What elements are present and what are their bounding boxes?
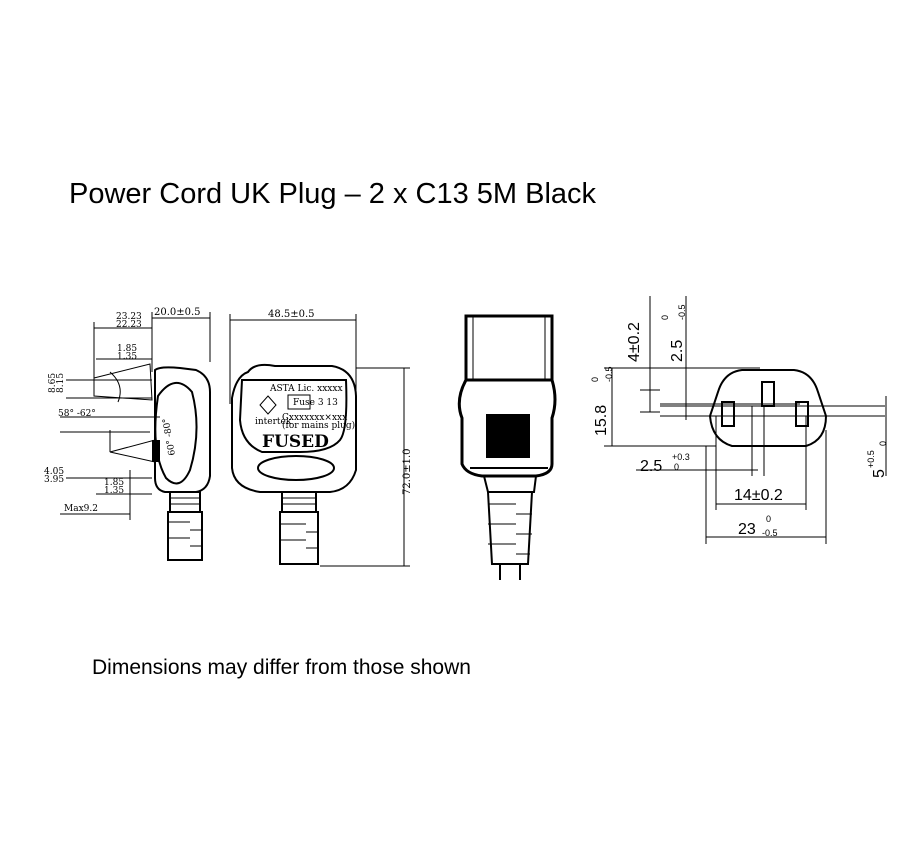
dim-max-9-2: Max9.2	[64, 504, 98, 514]
dim-2-5-left-tol-up: +0.3	[672, 452, 690, 462]
dim-5-tol-dn: 0	[878, 441, 888, 446]
dim-8-65: 8.65	[48, 373, 58, 393]
dimensions-disclaimer: Dimensions may differ from those shown	[92, 656, 471, 679]
label-asta: ASTA Lic. xxxxx	[269, 384, 343, 394]
label-fuse: Fuse 3 13	[293, 398, 338, 408]
dim-4: 4±0.2	[626, 322, 643, 362]
label-fused: FUSED	[262, 432, 329, 452]
dim-2-5-top-tol-dn: -0.5	[677, 304, 687, 320]
dim-23-tol-dn: -0.5	[762, 528, 778, 538]
dim-14: 14±0.2	[734, 487, 783, 504]
label-rating: Cxxxxxxx×xxx	[282, 413, 347, 423]
dim-plug-width: 48.5±0.5	[268, 309, 315, 320]
uk-plug-front-view: 48.5±0.5 ASTA Lic. xxxxx Fuse 3 13 inter…	[229, 309, 413, 567]
dim-plug-depth: 20.0±0.5	[154, 307, 201, 318]
angle-60-80: 60° -80°	[162, 417, 178, 456]
dim-1-35-bottom: 1.35	[104, 486, 124, 496]
page-title: Power Cord UK Plug – 2 x C13 5M Black	[69, 178, 597, 210]
c13-connector-side-view	[457, 314, 557, 580]
dim-15-8-tol-dn: -0.5	[604, 366, 614, 382]
dim-22-23: 22.23	[116, 320, 142, 330]
dim-23-23: 23.23	[116, 312, 142, 322]
dim-5: 5	[871, 469, 888, 478]
dim-15-8-tol-up: 0	[590, 377, 600, 382]
label-mains: (for mains plug)	[282, 420, 355, 431]
dim-2-5-top-tol-up: 0	[660, 315, 670, 320]
dim-23-tol-up: 0	[766, 514, 771, 524]
dim-23: 23	[738, 521, 756, 538]
dim-2-5-left: 2.5	[640, 458, 662, 475]
dim-2-5-left-tol-dn: 0	[674, 462, 679, 472]
angle-58-62: 58° -62°	[58, 409, 96, 419]
uk-plug-side-view: 20.0±0.5 23.23 22.23 1.85 1.35 8.65 8.15…	[44, 307, 211, 561]
label-intertek: intertek	[255, 417, 292, 427]
dim-2-5-top: 2.5	[669, 340, 686, 362]
dim-3-95: 3.95	[44, 475, 64, 485]
dim-plug-height: 72.0±1.0	[402, 448, 413, 495]
dim-8-15: 8.15	[56, 373, 66, 393]
dim-4-05: 4.05	[44, 467, 64, 477]
dim-1-35-top: 1.35	[117, 352, 137, 362]
dim-5-tol-up: +0.5	[866, 450, 876, 468]
dim-1-85-bottom: 1.85	[104, 478, 124, 488]
dim-15-8: 15.8	[593, 405, 610, 436]
dim-1-85-top: 1.85	[117, 344, 137, 354]
c13-face-dimensions: 4±0.2 2.5 0 -0.5 15.8 0 -0.5 2.5 +0.3 0 …	[590, 296, 888, 544]
